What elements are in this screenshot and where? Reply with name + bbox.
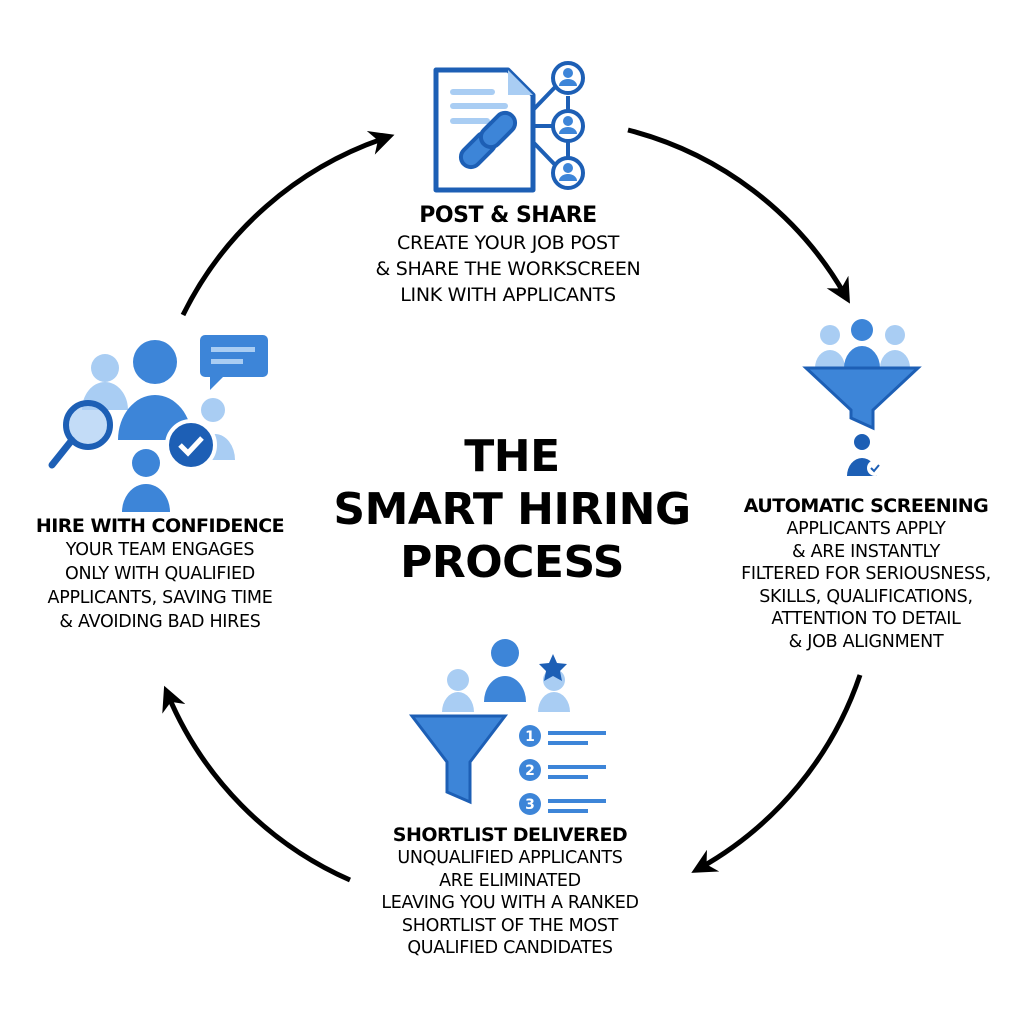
step-text: ATTENTION TO DETAIL: [771, 609, 961, 629]
center-title-line: SMART HIRING: [333, 484, 691, 535]
document-link-share-icon: [433, 61, 585, 193]
step-shortlist-delivered: SHORTLIST DELIVERED UNQUALIFIED APPLICAN…: [381, 823, 639, 960]
center-title-line: PROCESS: [400, 537, 624, 588]
team-check-icon: [48, 335, 268, 512]
step-text: APPLICANTS, SAVING TIME: [47, 588, 273, 608]
step-text: UNQUALIFIED APPLICANTS: [397, 848, 623, 868]
step-automatic-screening: AUTOMATIC SCREENING APPLICANTS APPLY & A…: [741, 494, 991, 653]
step-text: ARE ELIMINATED: [439, 870, 581, 891]
step-text: CREATE YOUR JOB POST: [396, 232, 620, 254]
funnel-ranked-list-icon: 1 2 3: [408, 639, 606, 815]
step-text: SKILLS, QUALIFICATIONS,: [759, 586, 973, 607]
arrow-shortlist-to-hire: [162, 685, 352, 883]
rank-1: 1: [525, 729, 535, 745]
step-text: FILTERED FOR SERIOUSNESS,: [741, 564, 991, 584]
step-text: LEAVING YOU WITH A RANKED: [381, 893, 639, 913]
step-text: LINK WITH APPLICANTS: [400, 284, 616, 306]
step-title: HIRE WITH CONFIDENCE: [35, 515, 285, 537]
step-post-share: POST & SHARE CREATE YOUR JOB POST & SHAR…: [376, 202, 641, 308]
rank-2: 2: [525, 763, 535, 779]
step-text: SHORTLIST OF THE MOST: [401, 915, 619, 936]
funnel-people-icon: [802, 319, 922, 476]
step-text: ONLY WITH QUALIFIED: [65, 564, 255, 584]
step-text: YOUR TEAM ENGAGES: [65, 540, 255, 560]
arrow-hire-to-post: [180, 130, 395, 317]
step-text: QUALIFIED CANDIDATES: [407, 938, 613, 958]
arrow-post-to-screening: [627, 127, 850, 304]
center-title: THE SMART HIRING PROCESS: [333, 430, 691, 589]
step-text: APPLICANTS APPLY: [786, 519, 946, 539]
step-text: & JOB ALIGNMENT: [788, 631, 944, 652]
step-hire-with-confidence: HIRE WITH CONFIDENCE YOUR TEAM ENGAGES O…: [35, 514, 285, 634]
step-title: POST & SHARE: [419, 203, 597, 228]
center-title-line: THE: [464, 431, 560, 482]
arrow-screening-to-shortlist: [691, 674, 863, 873]
step-text: & AVOIDING BAD HIRES: [59, 612, 261, 632]
step-text: & ARE INSTANTLY: [791, 541, 941, 562]
rank-3: 3: [525, 797, 535, 813]
step-text: & SHARE THE WORKSCREEN: [375, 258, 641, 280]
step-title: AUTOMATIC SCREENING: [743, 495, 989, 517]
step-title: SHORTLIST DELIVERED: [392, 824, 628, 846]
